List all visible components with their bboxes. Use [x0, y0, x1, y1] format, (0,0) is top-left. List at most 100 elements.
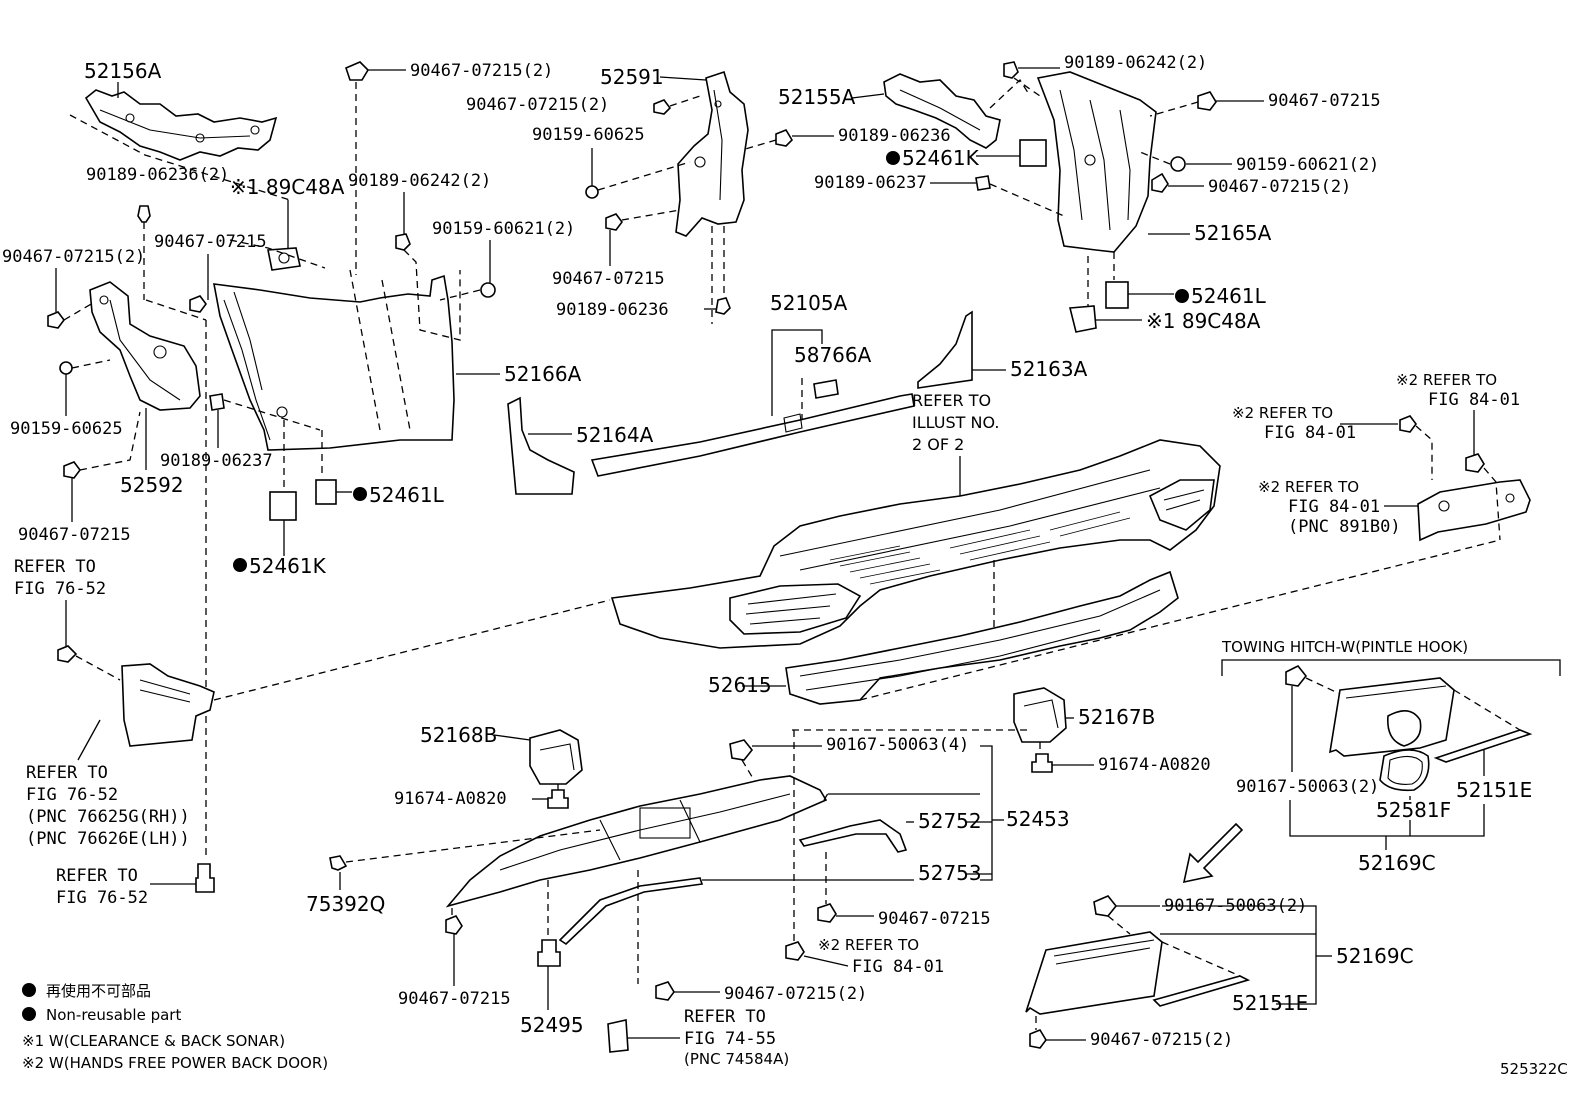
ref-76-52-b-line1: REFER TO — [26, 763, 108, 783]
label-90467-07215-bottom-mid: 90467-07215 — [878, 909, 991, 929]
clip-90189-06237-top — [975, 175, 991, 191]
bumper-cover — [610, 439, 1221, 649]
bracket-52591 — [675, 70, 749, 237]
label-58766A: 58766A — [794, 343, 872, 367]
ref-84-01-c-line2: FIG 84-01 — [1288, 497, 1380, 517]
ref-76-52-c-line1: REFER TO — [56, 866, 138, 886]
panel-hitch — [1328, 677, 1455, 757]
label-90467-07215-2-top: 90467-07215(2) — [410, 61, 553, 81]
clip-90467-07215-mid — [653, 99, 672, 115]
label-52461K-top: 52461K — [902, 146, 980, 170]
ref-84-01-d-line1: ※2 REFER TO — [818, 936, 919, 954]
label-52165A: 52165A — [1194, 221, 1272, 245]
ref-74-55-line1: REFER TO — [684, 1007, 766, 1027]
diagram-id: 525322C — [1500, 1060, 1568, 1078]
clip-90189-06236-left — [137, 205, 151, 223]
label-90159-60625-left: 90159-60625 — [10, 419, 123, 439]
clip-91674-A0820-left — [547, 789, 569, 809]
legend-line1: 再使用不可部品 — [46, 982, 151, 1000]
legend-line2: Non-reusable part — [46, 1006, 181, 1024]
ref-74-55-line3: (PNC 74584A) — [684, 1050, 789, 1068]
label-90167-50063-2-hitch: 90167-50063(2) — [1236, 777, 1379, 797]
label-90467-07215-2-mid: 90467-07215(2) — [466, 95, 609, 115]
ref-84-01-a-line2: FIG 84-01 — [1428, 390, 1520, 410]
label-90189-06237-left: 90189-06237 — [160, 451, 273, 471]
label-90467-07215-right: 90467-07215 — [1268, 91, 1381, 111]
label-52155A: 52155A — [778, 85, 856, 109]
label-52164A: 52164A — [576, 423, 654, 447]
label-91674-A0820-left: 91674-A0820 — [394, 789, 507, 809]
label-90467-07215-2-bottom: 90467-07215(2) — [724, 984, 867, 1004]
label-52168B: 52168B — [420, 723, 497, 747]
ref-84-01-d-line2: FIG 84-01 — [852, 957, 944, 977]
ref-84-01-a-line1: ※2 REFER TO — [1396, 371, 1497, 389]
label-90467-07215-2-right: 90467-07215(2) — [1208, 177, 1351, 197]
ref-76-52-a-line2: FIG 76-52 — [14, 579, 106, 599]
clip-90159-60625-top — [585, 185, 599, 199]
clip-91674-A0820-right — [1031, 753, 1053, 773]
garnish-52164A — [507, 396, 575, 495]
bracket-52592 — [89, 281, 201, 411]
pad-52461K-left — [269, 491, 297, 521]
label-52169C-low: 52169C — [1336, 944, 1414, 968]
label-90189-06237-top: 90189-06237 — [814, 173, 927, 193]
cover-52166A — [213, 274, 455, 451]
label-89C48A-right: ※1 89C48A — [1146, 309, 1261, 333]
label-52753: 52753 — [918, 861, 982, 885]
clip-84-01-d — [785, 941, 805, 961]
ref-76-52-c-line2: FIG 76-52 — [56, 888, 148, 908]
clip-90167-50063-4 — [729, 739, 754, 761]
clip-90159-60625-left — [59, 361, 73, 375]
clip-90189-06237-left — [209, 393, 225, 411]
label-52461L-left: 52461L — [369, 483, 445, 507]
strip-52151E-hitch — [1433, 729, 1533, 763]
strip-52151E-low — [1152, 975, 1251, 1007]
pad-52461K-top — [1019, 139, 1047, 167]
bracket-52165A — [1036, 71, 1157, 253]
clip-90467-07215-right — [1197, 91, 1217, 111]
clip-fig76-52-a — [57, 645, 78, 663]
ref-illust-line1: REFER TO — [912, 391, 991, 410]
label-90467-07215-left-low: 90467-07215 — [18, 525, 131, 545]
legend: 再使用不可部品 Non-reusable part ※1 W(CLEARANCE… — [22, 982, 328, 1072]
bracket-52155A — [883, 73, 1001, 149]
label-90467-07215-bottom-left: 90467-07215 — [398, 989, 511, 1009]
ref-76-52-b-line2: FIG 76-52 — [26, 785, 118, 805]
label-90159-60621-2-mid: 90159-60621(2) — [432, 219, 575, 239]
ref-76-52-b-line4: (PNC 76626E(LH)) — [26, 829, 190, 849]
clip-84-01-a — [1465, 453, 1485, 473]
label-90167-50063-4: 90167-50063(4) — [826, 735, 969, 755]
clip-90467-07215-bottom-mid — [817, 903, 837, 923]
label-90159-60625-top: 90159-60625 — [532, 125, 645, 145]
molding-52752 — [798, 819, 908, 853]
screw-fig76-52 — [195, 863, 215, 893]
ref-84-01-c-line1: ※2 REFER TO — [1258, 478, 1359, 496]
label-90467-07215-2-lowest: 90467-07215(2) — [1090, 1030, 1233, 1050]
garnish-52163A — [917, 310, 973, 389]
label-90189-06242-2-top: 90189-06242(2) — [1064, 53, 1207, 73]
frame-52581F — [1379, 749, 1430, 792]
label-90467-07215-2-left: 90467-07215(2) — [2, 247, 145, 267]
part-89C48A-left — [267, 247, 301, 271]
clip-90467-07215-mid2 — [605, 213, 623, 231]
clip-90467-07215-bottom-left — [445, 915, 463, 935]
clip-90189-06236-low — [715, 297, 731, 315]
ref-illust-line2: ILLUST NO. — [912, 413, 999, 432]
label-90467-07215-mid2: 90467-07215 — [552, 269, 665, 289]
label-90189-06236-2: 90189-06236(2) — [86, 165, 229, 185]
label-52615: 52615 — [708, 673, 772, 697]
bracket-52168B — [529, 729, 583, 785]
clip-90467-07215-left — [47, 311, 65, 329]
clip-90467-07215-bottom — [655, 981, 675, 1001]
legend-note1: ※1 W(CLEARANCE & BACK SONAR) — [22, 1032, 285, 1050]
bracket-52167B — [1013, 687, 1067, 743]
label-75392Q: 75392Q — [306, 892, 385, 916]
clip-84-01-b — [1399, 415, 1417, 433]
clip-90189-06242-top — [1003, 61, 1019, 79]
clip-90189-06242-left — [395, 233, 411, 251]
molding-52753 — [558, 877, 704, 946]
ref-84-01-b-line2: FIG 84-01 — [1264, 423, 1356, 443]
clip-90467-07215-lowest — [1029, 1029, 1047, 1049]
label-52752: 52752 — [918, 809, 982, 833]
